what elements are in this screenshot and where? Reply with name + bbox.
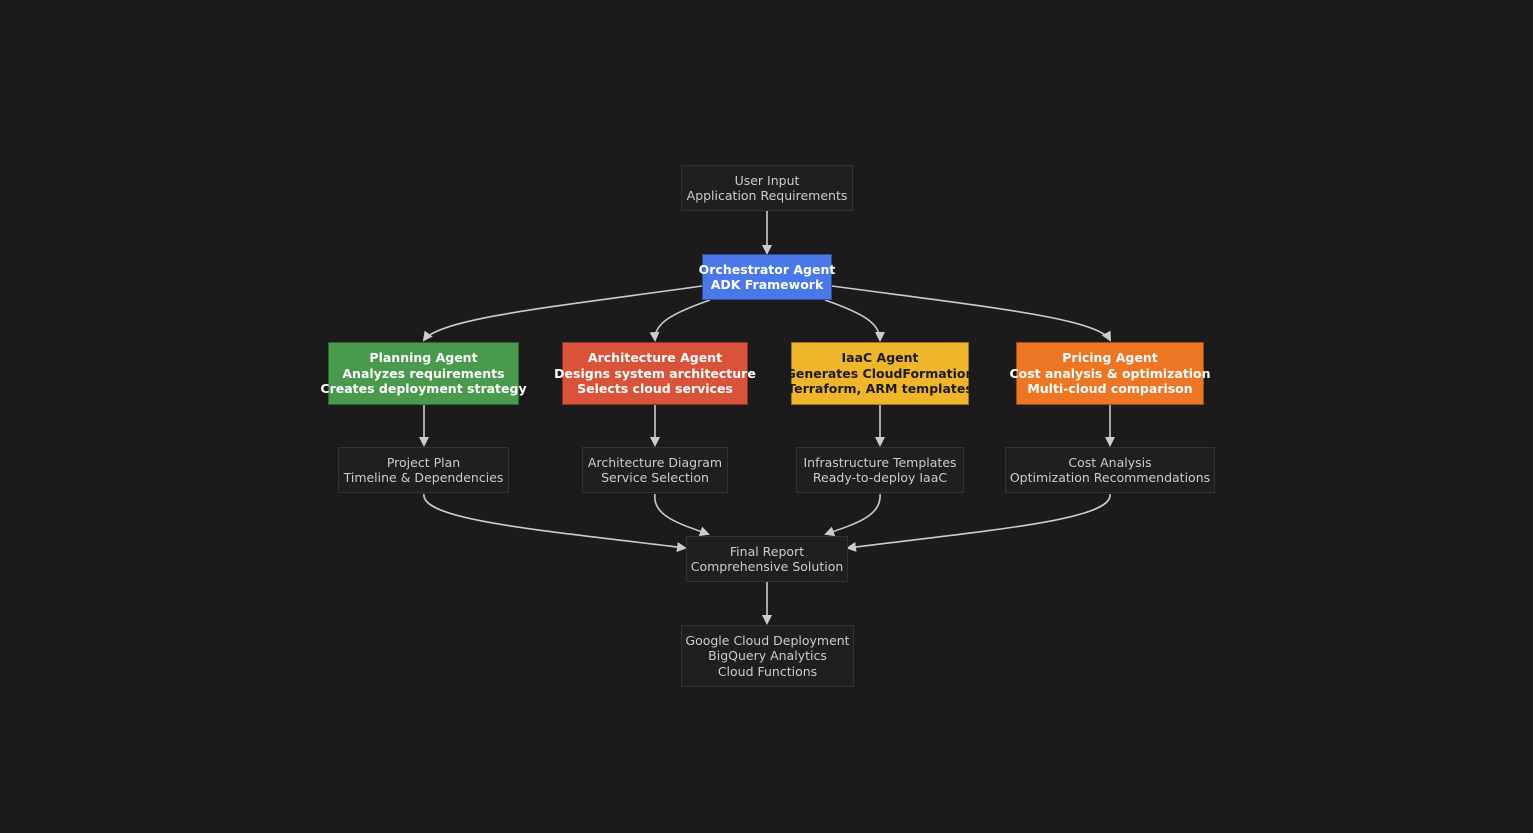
node-line: Project Plan bbox=[386, 454, 461, 470]
node-line: Comprehensive Solution bbox=[690, 559, 844, 574]
node-line: Pricing Agent bbox=[1062, 350, 1158, 366]
edge-orchestrator-to-pricing bbox=[831, 285, 1111, 342]
edge-orchestrator-to-iaac bbox=[824, 299, 885, 342]
node-line: Cost Analysis bbox=[1068, 454, 1152, 470]
node-line: Cost analysis & optimization bbox=[1009, 365, 1211, 381]
node-line: Architecture Agent bbox=[587, 350, 723, 366]
edge-orchestrator-to-architecture bbox=[649, 299, 711, 342]
node-line: Analyzes requirements bbox=[342, 365, 505, 381]
node-line: Ready-to-deploy IaaC bbox=[812, 470, 948, 485]
edge-orchestrator-to-planning bbox=[422, 285, 703, 342]
node-line: Planning Agent bbox=[369, 350, 478, 366]
node-line: Terraform, ARM templates bbox=[787, 381, 973, 397]
node-line: Generates CloudFormation bbox=[785, 365, 975, 381]
node-line: Timeline & Dependencies bbox=[343, 470, 504, 485]
edge-infra-templates-to-final-report bbox=[824, 493, 881, 537]
node-line: Google Cloud Deployment bbox=[685, 632, 850, 648]
node-line: ADK Framework bbox=[710, 277, 824, 292]
node-line: Cloud Functions bbox=[717, 663, 818, 679]
node-line: Architecture Diagram bbox=[587, 454, 723, 470]
edge-cost-analysis-to-final-report bbox=[846, 493, 1111, 552]
node-line: Creates deployment strategy bbox=[320, 381, 527, 397]
node-line: Orchestrator Agent bbox=[698, 261, 836, 277]
node-line: Infrastructure Templates bbox=[803, 454, 957, 470]
node-line: Optimization Recommendations bbox=[1009, 470, 1211, 485]
node-line: Selects cloud services bbox=[577, 381, 733, 397]
node-line: IaaC Agent bbox=[841, 350, 919, 366]
edge-project-plan-to-final-report bbox=[423, 493, 687, 552]
node-line: User Input bbox=[734, 172, 800, 188]
node-line: Designs system architecture bbox=[554, 365, 756, 381]
node-line: Service Selection bbox=[601, 470, 709, 485]
edge-arch-diagram-to-final-report bbox=[654, 493, 710, 537]
node-line: Application Requirements bbox=[686, 188, 848, 203]
node-line: Final Report bbox=[729, 543, 805, 559]
node-line: Multi-cloud comparison bbox=[1027, 381, 1193, 397]
node-line: BigQuery Analytics bbox=[708, 648, 827, 664]
